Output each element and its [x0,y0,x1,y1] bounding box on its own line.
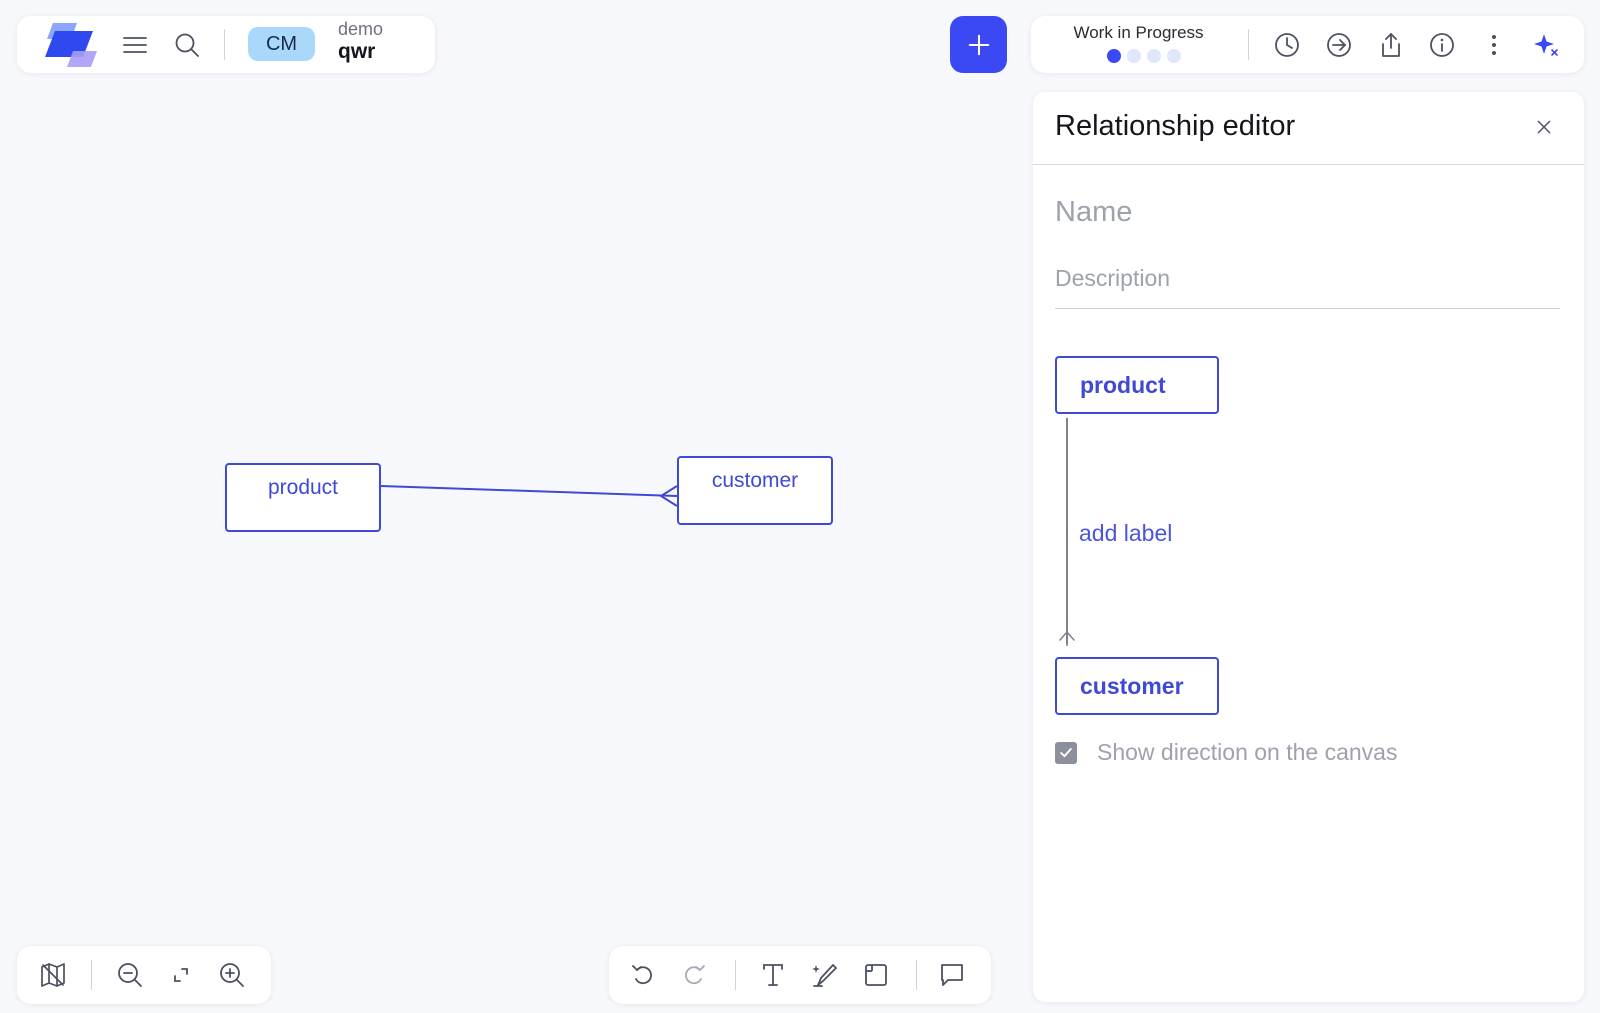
pen-tool-icon[interactable] [807,957,843,993]
menu-icon[interactable] [117,27,153,63]
show-direction-checkbox[interactable] [1055,742,1077,764]
map-off-icon[interactable] [35,957,71,993]
status-step-dot [1107,49,1121,63]
canvas-entity-label: product [267,476,339,499]
relationship-description-input[interactable] [1055,249,1560,309]
canvas-entity-customer[interactable]: customer [677,456,833,525]
editing-toolbar [609,946,991,1004]
status-step-dot [1147,49,1161,63]
search-icon[interactable] [169,27,205,63]
editor-title: Relationship editor [1055,110,1296,142]
relationship-editor-panel: Relationship editor product add label cu… [1033,92,1584,1002]
canvas-relationship-layer [380,485,678,507]
topbar-right: Work in Progress [1031,16,1584,73]
canvas-crowfoot-icon [659,485,678,507]
workflow-status-steps[interactable] [1107,49,1181,63]
close-button[interactable] [1527,110,1561,144]
frame-tool-icon[interactable] [858,957,894,993]
relationship-from-entity[interactable]: product [1055,356,1219,414]
add-label-button[interactable]: add label [1079,520,1173,546]
divider [1248,29,1249,60]
divider [224,29,225,60]
zoom-out-icon[interactable] [112,957,148,993]
status-step-dot [1167,49,1181,63]
more-vertical-icon[interactable] [1476,27,1512,63]
divider [91,960,92,990]
workspace-name[interactable]: demo [338,19,384,39]
relationship-from-entity-label: product [1080,372,1166,398]
zoom-toolbar [17,946,271,1004]
text-tool-icon[interactable] [755,957,791,993]
add-button[interactable] [950,16,1007,73]
checkmark-icon [1060,748,1072,758]
topbar-left: CM demo qwr [17,16,435,73]
comment-tool-icon[interactable] [934,957,970,993]
app-logo-icon[interactable] [37,21,99,69]
workflow-status-label[interactable]: Work in Progress [1073,23,1204,42]
project-initials-chip[interactable]: CM [248,27,315,61]
fit-to-screen-icon[interactable] [163,957,199,993]
undo-icon[interactable] [625,957,661,993]
relationship-connector-line [1066,418,1068,644]
redo-icon[interactable] [676,957,712,993]
info-icon[interactable] [1424,27,1460,63]
status-step-dot [1127,49,1141,63]
canvas-entity-label: customer [711,469,799,492]
plus-icon [968,34,989,55]
relationship-name-input[interactable] [1055,192,1560,232]
canvas-entity-product[interactable]: product [225,463,381,532]
zoom-in-icon[interactable] [214,957,250,993]
history-icon[interactable] [1269,27,1305,63]
crowfoot-many-icon [1059,632,1075,646]
divider [735,960,736,990]
canvas-relationship-line[interactable] [380,485,678,497]
arrow-right-circle-icon[interactable] [1321,27,1357,63]
divider [916,960,917,990]
relationship-to-entity-label: customer [1080,673,1184,699]
project-name[interactable]: qwr [338,40,376,63]
editor-header: Relationship editor [1033,92,1584,165]
ai-sparkle-icon[interactable] [1528,27,1564,63]
close-icon [1537,120,1551,134]
share-icon[interactable] [1373,27,1409,63]
relationship-to-entity[interactable]: customer [1055,657,1219,715]
show-direction-label[interactable]: Show direction on the canvas [1097,739,1398,765]
